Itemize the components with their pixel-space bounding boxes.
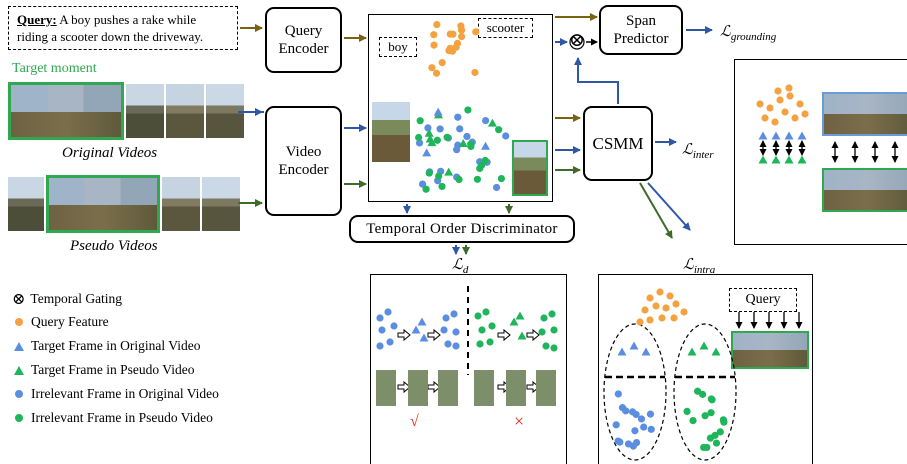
frame-original-4 [166, 84, 204, 138]
legend-temporal-gating: ⊗ Temporal Gating [12, 289, 122, 309]
loss-intra: ℒintra [683, 255, 715, 276]
csmm-box: CSMM [583, 106, 653, 181]
original-videos-label: Original Videos [62, 145, 158, 161]
frame-pseudo-1 [8, 177, 44, 231]
video-encoder-line-2: Encoder [278, 162, 329, 178]
intra-query-tag: Query [729, 288, 797, 312]
loss-intra-base: ℒ [683, 257, 694, 273]
legend-query-feature: Query Feature [12, 314, 109, 330]
legend-gating-icon: ⊗ [12, 291, 26, 308]
feature-frame-original [372, 102, 410, 162]
legend-irrelevant-pseudo: Irrelevant Frame in Pseudo Video [12, 410, 213, 426]
loss-d-base: ℒ [452, 257, 463, 273]
legend-target-pseudo: Target Frame in Pseudo Video [12, 362, 194, 378]
legend-target-original-label: Target Frame in Original Video [31, 338, 201, 353]
blue-dot-icon [15, 390, 23, 398]
pseudo-videos-label: Pseudo Videos [70, 238, 158, 254]
query-encoder-line-2: Encoder [278, 41, 329, 57]
target-moment-label: Target moment [12, 61, 97, 76]
inter-frame-pseudo-ground [824, 190, 907, 210]
frame-pseudo-4 [162, 177, 200, 231]
span-predictor-line-2: Predictor [613, 31, 669, 47]
loss-inter: ℒinter [682, 140, 714, 161]
frame-original-3 [126, 84, 164, 138]
cross-mark: × [514, 411, 525, 431]
scooter-tag: scooter [478, 18, 533, 38]
loss-inter-sub: inter [692, 149, 714, 161]
intra-target-frame-ground [733, 350, 807, 367]
green-dot-icon [15, 414, 23, 422]
inter-panel [734, 59, 907, 245]
query-box: Query: A boy pushes a rake while riding … [8, 6, 238, 50]
tod-label: Temporal Order Discriminator [366, 221, 558, 237]
legend-query-label: Query Feature [31, 314, 109, 329]
query-encoder-line-1: Query [284, 23, 323, 39]
inter-frame-original-ground [824, 114, 907, 134]
loss-d-sub: d [462, 264, 469, 276]
temporal-gating-symbol: ⊗ [569, 30, 585, 51]
loss-grounding-sub: grounding [730, 31, 777, 43]
legend-target-original: Target Frame in Original Video [12, 338, 200, 354]
span-predictor-line-1: Span [626, 13, 656, 29]
orange-dot-icon [15, 318, 23, 326]
frame-pseudo-target-ground [49, 205, 157, 230]
query-text-2: riding a scooter down the driveway. [17, 29, 204, 44]
query-label: Query: [17, 12, 57, 27]
frame-original-target-ground [11, 112, 121, 137]
video-encoder-box: Video Encoder [265, 106, 342, 216]
legend-target-pseudo-label: Target Frame in Pseudo Video [31, 362, 195, 377]
video-encoder-line-1: Video [285, 144, 322, 160]
loss-intra-sub: intra [693, 264, 716, 276]
boy-tag: boy [379, 37, 417, 57]
arrow-csmm-to-intra-blue [647, 182, 691, 231]
loss-inter-base: ℒ [682, 142, 693, 158]
legend-irrelevant-original-label: Irrelevant Frame in Original Video [31, 386, 219, 401]
span-predictor-box: Span Predictor [599, 5, 683, 55]
legend-irrelevant-original: Irrelevant Frame in Original Video [12, 386, 219, 402]
pseudo-video-strip [8, 175, 258, 233]
temporal-order-discriminator-box: Temporal Order Discriminator [349, 215, 575, 243]
loss-grounding-base: ℒ [720, 24, 731, 40]
feature-frame-pseudo [512, 140, 548, 196]
frame-pseudo-5 [202, 177, 240, 231]
csmm-label: CSMM [592, 133, 644, 153]
green-triangle-icon [14, 365, 24, 375]
discriminator-panel [370, 274, 567, 464]
original-video-strip [8, 82, 258, 140]
blue-triangle-icon [14, 341, 24, 351]
query-text-1: A boy pushes a rake while [59, 12, 197, 27]
loss-grounding: ℒgrounding [720, 22, 776, 43]
arrow-csmm-to-intra-green [639, 182, 673, 239]
legend-gating-label: Temporal Gating [30, 291, 123, 306]
legend-irrelevant-pseudo-label: Irrelevant Frame in Pseudo Video [31, 410, 213, 425]
query-encoder-box: Query Encoder [265, 7, 342, 73]
arrow-csmm-to-gating [574, 57, 619, 104]
check-mark: √ [410, 413, 419, 430]
query-line-1: Query: A boy pushes a rake while [17, 11, 196, 28]
frame-original-5 [206, 84, 244, 138]
loss-d: ℒd [452, 255, 468, 276]
